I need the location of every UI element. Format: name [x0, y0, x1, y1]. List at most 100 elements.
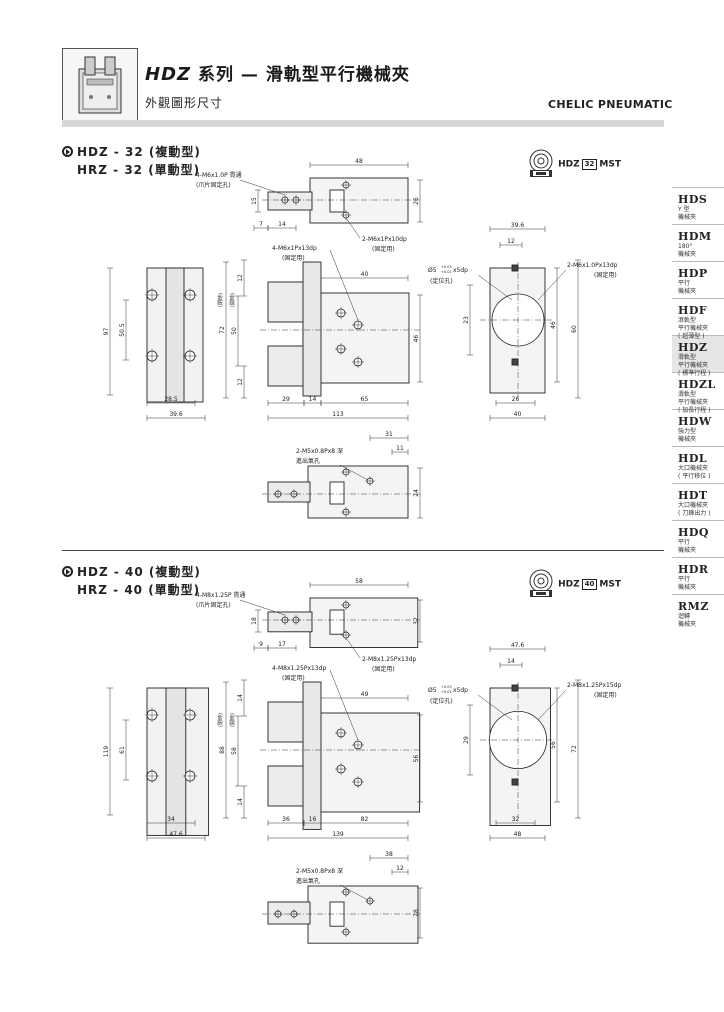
callout-port: 2-M5x0.8Px8 深: [296, 867, 343, 875]
callout-port-note: 進出氣孔: [296, 457, 320, 465]
sidebar-desc: 大口機械夾 ( 平行移位 ): [678, 465, 711, 480]
callout-pin-depth: x5dp: [453, 267, 468, 274]
leader-line: [477, 694, 513, 721]
callout-pin: Ø5: [428, 267, 437, 274]
gripper-product-icon: [78, 56, 122, 114]
callout-side-holes: 4-M6x1Px13dp: [272, 245, 317, 252]
dimension-label: 9: [259, 641, 263, 648]
leader-line: [339, 464, 369, 481]
dimension-label: 34: [167, 816, 175, 823]
leader-line: [239, 179, 286, 196]
callout-fix-holes: 2-M6x1Px10dp: [362, 236, 407, 243]
dimension-label: 40: [514, 411, 522, 418]
callout-port: 2-M5x0.8Px8 深: [296, 447, 343, 455]
pin-hole-mark: [511, 264, 519, 272]
side-view-plate: [302, 261, 322, 397]
ref-size: 40: [581, 578, 598, 590]
callout-right-holes: 2-M6x1.0Px13dp: [567, 262, 618, 269]
callout-fix-holes-note: (固定用): [372, 665, 395, 673]
callout-right-holes: 2-M8x1.25Px15dp: [567, 682, 621, 689]
dimension-label: 29: [463, 736, 470, 744]
model-line-2: HRZ - 32 (單動型): [77, 163, 201, 177]
dimension-label: 72: [571, 745, 578, 753]
dimension-label: 39.6: [169, 411, 183, 418]
sidebar-code: HDS: [678, 193, 708, 206]
dimension-label: 26: [512, 396, 520, 403]
top-view-body: [309, 177, 409, 224]
model-line-1: HDZ - 40 (複動型): [77, 565, 201, 579]
dimension-label: 49: [361, 691, 369, 698]
callout-pin-note: (定位孔): [430, 697, 453, 705]
dimension-label: 58: [355, 578, 363, 585]
dimension-label: 113: [332, 411, 344, 418]
bottom-view-body: [307, 465, 409, 519]
sidebar-code: HDW: [678, 415, 712, 428]
callout-thru-holes: 4-M6x1.0P 貫通: [196, 171, 242, 179]
dimension-label: 28: [413, 909, 420, 917]
dimension-label: 46: [550, 321, 557, 329]
dimension-label: 7: [259, 221, 263, 228]
dimension-label: 40: [361, 271, 369, 278]
section-divider: [62, 550, 664, 551]
sidebar-code: HDP: [678, 267, 708, 280]
top-view-slot: [329, 189, 345, 213]
dimension-label: 48: [514, 831, 522, 838]
top-view-slot: [329, 609, 345, 635]
leader-line: [345, 637, 361, 659]
gripper-symbol-icon: [529, 569, 553, 597]
callout-thru-holes-note: (爪片固定孔): [196, 601, 231, 609]
leader-line: [345, 217, 361, 239]
dimension-label: 23: [463, 316, 470, 324]
label-open: (開時): [230, 293, 236, 307]
section-heading-32: HDZ - 32 (複動型) HRZ - 32 (單動型): [62, 143, 201, 179]
dimension-label: 48: [355, 158, 363, 165]
side-view-plate: [302, 681, 322, 830]
side-view-jaw-upper: [267, 281, 305, 323]
sidebar-code: HDM: [678, 230, 712, 243]
ref-suffix: MST: [599, 579, 621, 590]
callout-pin-tol-dn: +0.01: [441, 270, 452, 274]
label-closed: (閉時): [218, 713, 224, 727]
play-circle-icon: [62, 146, 73, 157]
dimension-label: 29: [282, 396, 290, 403]
ref-prefix: HDZ: [558, 159, 580, 170]
dimension-label: 72: [219, 326, 226, 334]
dimension-label: 32: [512, 816, 520, 823]
dimension-label: 60: [571, 325, 578, 333]
sidebar-code: HDF: [678, 304, 708, 317]
page-subtitle: 外觀圖形尺寸: [145, 96, 224, 110]
bottom-view-body: [307, 885, 419, 944]
label-closed: (閉時): [218, 293, 224, 307]
leader-line: [329, 249, 359, 321]
dimension-label: 14: [278, 221, 286, 228]
pin-hole-mark: [511, 358, 519, 366]
sidebar-code: HDR: [678, 563, 709, 576]
dimension-label: 139: [332, 831, 344, 838]
sidebar-code: HDZL: [678, 378, 716, 391]
dimension-label: 12: [237, 274, 244, 282]
leader-line: [537, 269, 567, 301]
callout-thru-holes: 4-M8x1.25P 貫通: [196, 591, 245, 599]
callout-side-holes-note: (固定用): [282, 674, 305, 682]
callout-right-note: (固定用): [594, 271, 617, 279]
callout-fix-holes-note: (固定用): [372, 245, 395, 253]
sidebar-desc: 強力型 機械夾: [678, 428, 697, 443]
dimension-label: 24: [413, 489, 420, 497]
sidebar-desc: 180° 機械夾: [678, 243, 697, 258]
callout-fix-holes: 2-M8x1.25Px13dp: [362, 656, 416, 663]
sidebar-code: HDL: [678, 452, 708, 465]
